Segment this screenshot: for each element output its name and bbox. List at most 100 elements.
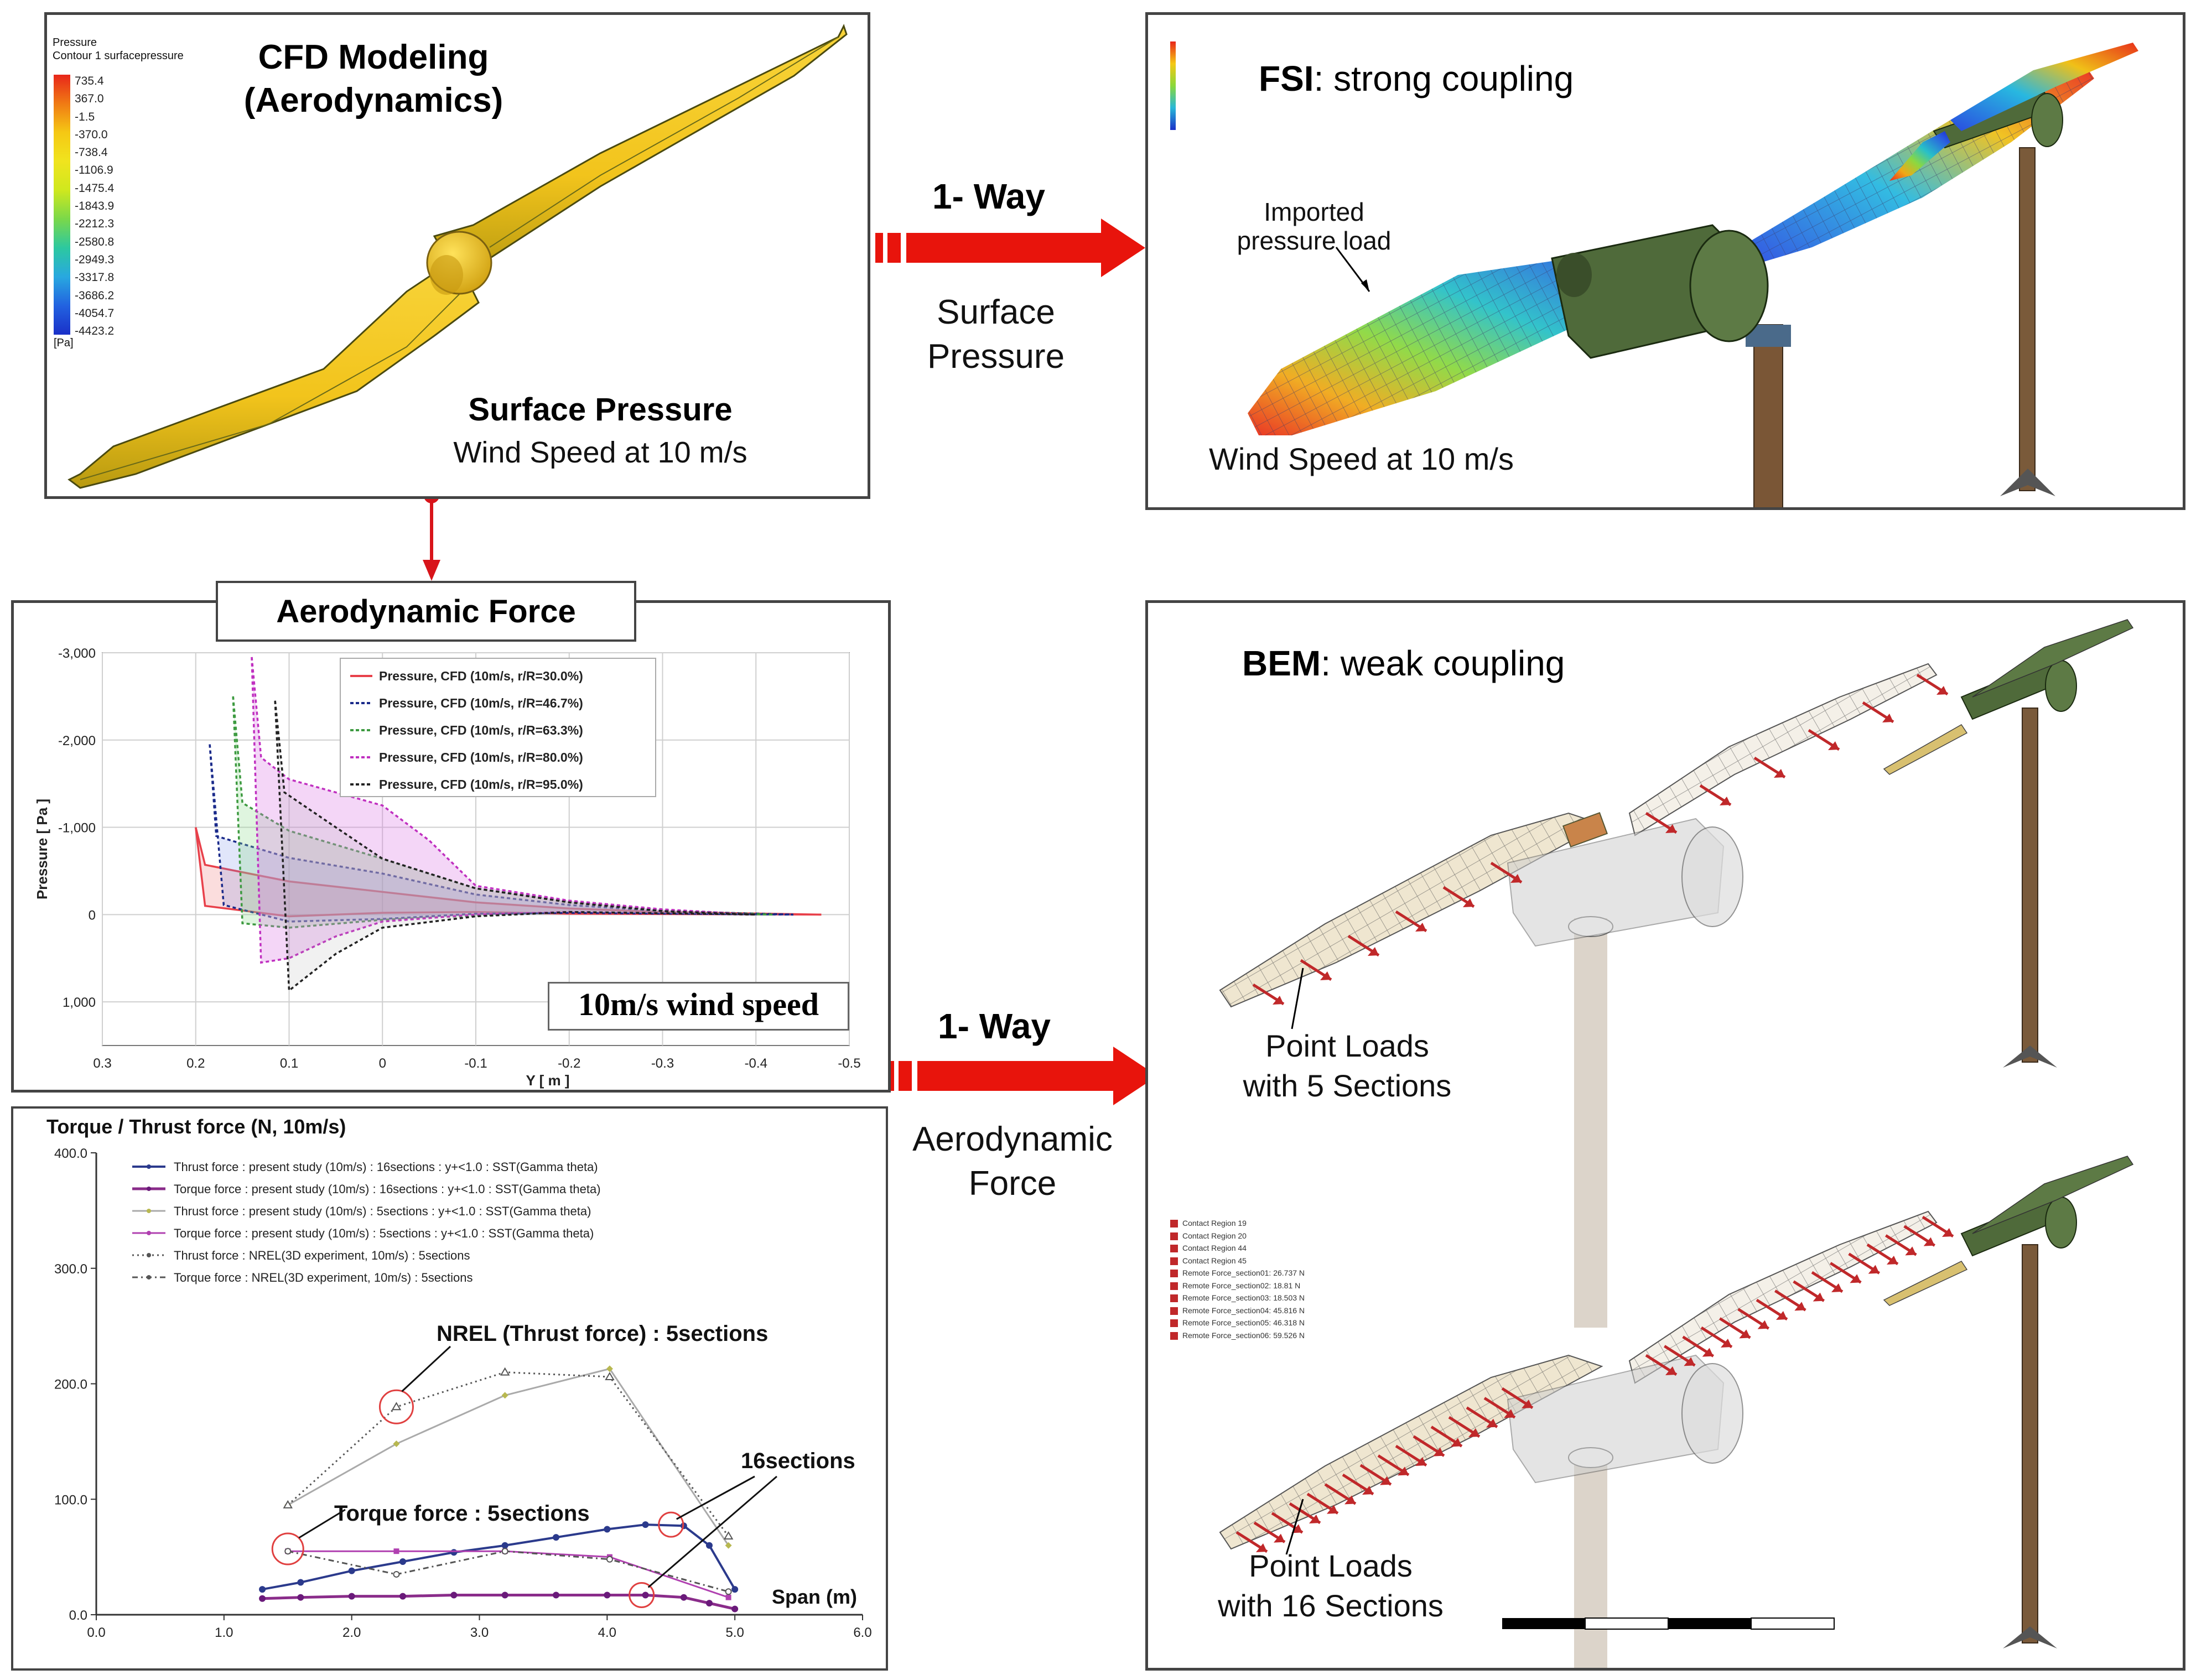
point-load-arrowhead — [1433, 1447, 1444, 1457]
torque-point — [501, 1542, 508, 1549]
bem-caption-5-line2: with 5 Sections — [1243, 1068, 1452, 1103]
arrow-top-caption: Surface Pressure — [869, 290, 1123, 379]
torque-annotation: 16sections — [741, 1449, 855, 1473]
pressure-x-tick: -0.5 — [838, 1056, 860, 1071]
bem-caption-16: Point Loads with 16 Sections — [1165, 1546, 1497, 1626]
cfd-legend-value: -738.4 — [75, 146, 108, 159]
torque-point — [501, 1548, 508, 1555]
pressure-series-upper — [195, 827, 822, 916]
arrow-bottom — [886, 1047, 1157, 1105]
bem-contact-label: Remote Force_section04: 45.816 N — [1182, 1305, 1305, 1315]
pressure-y-tick: 0 — [89, 908, 96, 923]
bem-contact-item: Remote Force_section03: 18.503 N — [1170, 1292, 1305, 1304]
bem-contact-item: Remote Force_section02: 18.81 N — [1170, 1279, 1305, 1292]
torque-point — [731, 1605, 739, 1613]
pressure-y-label: Pressure [ Pa ] — [34, 799, 50, 899]
point-load-arrowhead — [1327, 1505, 1338, 1514]
bem-title: BEM: weak coupling — [1242, 643, 1565, 684]
point-load-arrowhead — [1794, 1302, 1806, 1311]
pressure-legend-label: Pressure, CFD (10m/s, r/R=80.0%) — [379, 750, 583, 764]
cfd-legend-value: -1.5 — [75, 110, 95, 123]
torque-point — [283, 1500, 293, 1509]
torque-point — [605, 1371, 615, 1380]
pressure-series-upper — [232, 696, 775, 916]
torque-point — [391, 1402, 402, 1411]
point-load-arrowhead — [1309, 1515, 1320, 1523]
point-load-arrowhead — [1368, 947, 1379, 956]
torque-point — [259, 1586, 266, 1593]
cfd-legend-value: -3317.8 — [75, 271, 115, 284]
point-load-arrowhead — [1905, 1246, 1917, 1256]
torque-chart-title: Torque / Thrust force (N, 10m/s) — [46, 1115, 346, 1138]
point-load-arrowhead — [1720, 797, 1731, 805]
cfd-legend-value: -4054.7 — [75, 306, 115, 320]
point-load-arrowhead — [1831, 1283, 1842, 1292]
point-load-arrowhead — [1850, 1274, 1861, 1283]
torque-point — [553, 1534, 559, 1541]
point-load-arrowhead — [1415, 1457, 1426, 1466]
bem-contact-item: Remote Force_section01: 26.737 N — [1170, 1267, 1305, 1279]
torque-point — [348, 1593, 355, 1600]
point-load-arrowhead — [1398, 1466, 1409, 1476]
bem-contact-label: Remote Force_section06: 59.526 N — [1182, 1330, 1305, 1340]
torque-legend-marker — [147, 1231, 151, 1235]
bem-contact-swatch — [1170, 1245, 1178, 1253]
cfd-caption-bold: Surface Pressure — [468, 392, 733, 428]
torque-annotation-pointer — [676, 1475, 755, 1520]
cfd-caption: Wind Speed at 10 m/s — [453, 436, 747, 469]
pressure-legend-label: Pressure, CFD (10m/s, r/R=30.0%) — [379, 669, 583, 683]
aero-panel-header — [216, 581, 636, 642]
cfd-legend-value: -3686.2 — [75, 289, 115, 302]
pressure-y-tick: -3,000 — [58, 646, 96, 661]
torque-annotation: Torque force : 5sections — [334, 1501, 590, 1526]
bem-caption-5: Point Loads with 5 Sections — [1181, 1026, 1513, 1106]
pressure-y-tick: -2,000 — [58, 734, 96, 748]
fsi-panel: FSI: strong coupling — [1145, 12, 2185, 510]
arrow-bottom-caption-line2: Force — [968, 1164, 1057, 1203]
bem-contact-label: Remote Force_section02: 18.81 N — [1182, 1281, 1301, 1290]
pressure-series-upper — [251, 657, 756, 916]
point-load-arrowhead — [1684, 1357, 1695, 1366]
cfd-blade-left — [68, 257, 480, 489]
pressure-series-lower — [195, 827, 822, 918]
bem-contact-swatch — [1170, 1319, 1178, 1328]
bem-contact-item: Remote Force_section04: 45.816 N — [1170, 1304, 1305, 1317]
bem-contact-item: Contact Region 45 — [1170, 1255, 1305, 1267]
pressure-x-tick: 0.1 — [280, 1056, 298, 1071]
bem-caption-5-line1: Point Loads — [1265, 1028, 1429, 1063]
point-load-arrowhead — [1942, 1228, 1953, 1237]
bem-point-load-arrows-lower — [1235, 1215, 1954, 1553]
torque-point — [706, 1542, 713, 1549]
point-load-arrowhead — [1887, 1256, 1898, 1265]
torque-legend-marker — [147, 1164, 151, 1169]
fsi-annotation: Imported pressure load — [1176, 197, 1452, 255]
torque-x-tick: 5.0 — [725, 1625, 744, 1640]
point-load-arrowhead — [1757, 1320, 1769, 1329]
bem-point-load-arrows-upper — [1252, 673, 1949, 1006]
pressure-x-tick: -0.1 — [464, 1056, 487, 1071]
torque-legend-label: Thrust force : present study (10m/s) : 1… — [174, 1160, 598, 1174]
fsi-title-bold: FSI — [1259, 59, 1314, 98]
torque-point — [450, 1591, 458, 1599]
torque-point — [501, 1392, 508, 1399]
bem-contact-swatch — [1170, 1232, 1178, 1240]
torque-point — [500, 1367, 510, 1376]
arrow-bottom-label: 1- Way — [938, 1006, 1051, 1046]
torque-point — [501, 1591, 508, 1599]
pressure-series-fill — [275, 700, 756, 991]
cfd-legend-title-line2: Contour 1 surfacepressure — [53, 50, 184, 62]
torque-highlight-circle — [658, 1511, 684, 1538]
bem-title-bold: BEM — [1242, 643, 1321, 683]
torque-x-label: Span (m) — [772, 1585, 857, 1608]
torque-point — [723, 1531, 734, 1540]
cfd-legend-value: 367.0 — [75, 92, 104, 106]
torque-legend-label: Torque force : present study (10m/s) : 1… — [174, 1182, 601, 1196]
torque-legend-marker — [147, 1209, 151, 1213]
bem-contact-item: Contact Region 20 — [1170, 1230, 1305, 1242]
cfd-legend-value: -1106.9 — [75, 164, 113, 177]
torque-x-tick: 3.0 — [470, 1625, 489, 1640]
torque-point — [725, 1588, 732, 1595]
